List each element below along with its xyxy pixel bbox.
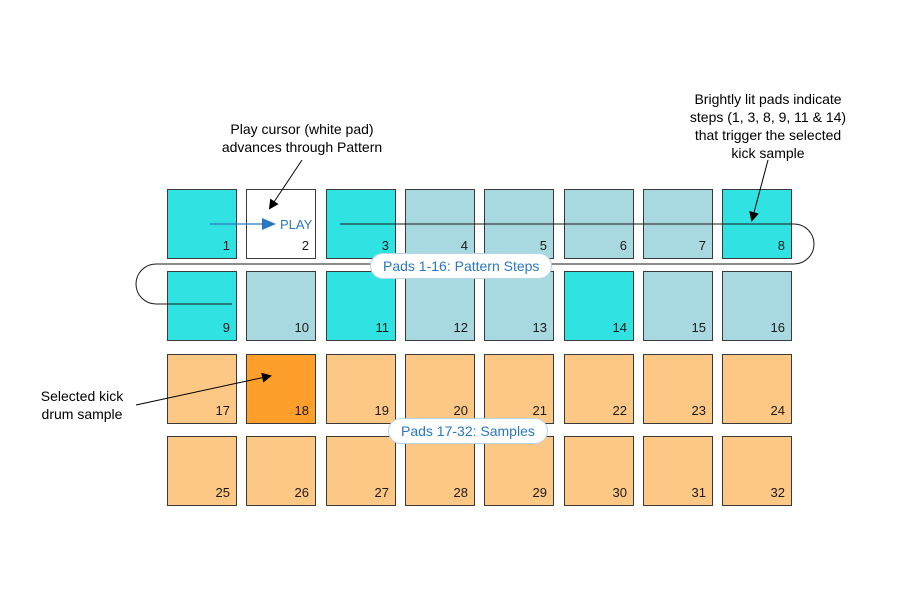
selected-sample-note: Selected kick drum sample [28, 387, 136, 423]
pad-number: 17 [215, 403, 230, 418]
pad-number: 26 [294, 485, 309, 500]
pad-15[interactable]: 15 [643, 271, 713, 341]
pad-26[interactable]: 26 [246, 436, 316, 506]
pad-number: 5 [539, 238, 547, 253]
pad-number: 16 [770, 320, 785, 335]
pad-7[interactable]: 7 [643, 189, 713, 259]
pad-number: 30 [612, 485, 627, 500]
pad-16[interactable]: 16 [722, 271, 792, 341]
pad-30[interactable]: 30 [564, 436, 634, 506]
pad-number: 27 [374, 485, 389, 500]
play-label: PLAY [280, 217, 313, 232]
selected-sample-note-line-2: drum sample [41, 406, 123, 422]
pad-25[interactable]: 25 [167, 436, 237, 506]
pad-number: 28 [453, 485, 468, 500]
play-cursor-note: Play cursor (white pad) advances through… [200, 120, 404, 156]
pad-21[interactable]: 21 [484, 354, 554, 424]
pad-29[interactable]: 29 [484, 436, 554, 506]
pad-number: 11 [375, 320, 390, 335]
pad-number: 3 [381, 238, 389, 253]
pad-number: 4 [460, 238, 468, 253]
pad-number: 23 [691, 403, 706, 418]
pad-number: 22 [612, 403, 627, 418]
pad-3[interactable]: 3 [326, 189, 396, 259]
pad-number: 32 [770, 485, 785, 500]
pad-number: 31 [691, 485, 706, 500]
pad-number: 8 [777, 238, 785, 253]
pad-number: 20 [453, 403, 468, 418]
pad-number: 12 [453, 320, 468, 335]
pad-23[interactable]: 23 [643, 354, 713, 424]
pad-number: 15 [691, 320, 706, 335]
pad-12[interactable]: 12 [405, 271, 475, 341]
pad-14[interactable]: 14 [564, 271, 634, 341]
pattern-steps-label: Pads 1-16: Pattern Steps [370, 253, 553, 279]
lit-pads-note-line-4: kick sample [731, 145, 805, 161]
pad-number: 24 [770, 403, 785, 418]
pad-27[interactable]: 27 [326, 436, 396, 506]
pad-11[interactable]: 11 [326, 271, 396, 341]
pad-number: 19 [374, 403, 389, 418]
pad-number: 2 [301, 238, 309, 253]
pad-number: 25 [215, 485, 230, 500]
pad-number: 1 [222, 238, 230, 253]
pad-8[interactable]: 8 [722, 189, 792, 259]
lit-pads-note-line-1: Brightly lit pads indicate [694, 91, 842, 107]
pad-6[interactable]: 6 [564, 189, 634, 259]
pad-13[interactable]: 13 [484, 271, 554, 341]
pad-number: 7 [698, 238, 706, 253]
pad-number: 21 [532, 403, 547, 418]
pad-number: 18 [294, 403, 309, 418]
lit-pads-note-line-3: that trigger the selected [694, 127, 842, 143]
pad-5[interactable]: 5 [484, 189, 554, 259]
pad-20[interactable]: 20 [405, 354, 475, 424]
pad-18[interactable]: 18 [246, 354, 316, 424]
pad-9[interactable]: 9 [167, 271, 237, 341]
pad-number: 14 [612, 320, 627, 335]
play-cursor-note-line-1: Play cursor (white pad) [230, 121, 374, 137]
pad-28[interactable]: 28 [405, 436, 475, 506]
pad-24[interactable]: 24 [722, 354, 792, 424]
pad-32[interactable]: 32 [722, 436, 792, 506]
samples-label: Pads 17-32: Samples [388, 418, 548, 444]
pad-number: 13 [532, 320, 547, 335]
play-cursor-note-line-2: advances through Pattern [221, 139, 383, 155]
pad-number: 10 [294, 320, 309, 335]
pad-10[interactable]: 10 [246, 271, 316, 341]
pad-22[interactable]: 22 [564, 354, 634, 424]
pad-number: 29 [532, 485, 547, 500]
pad-number: 9 [222, 320, 230, 335]
pad-19[interactable]: 19 [326, 354, 396, 424]
pad-1[interactable]: 1 [167, 189, 237, 259]
lit-pads-note: Brightly lit pads indicate steps (1, 3, … [668, 90, 868, 162]
lit-pads-note-line-2: steps (1, 3, 8, 9, 11 & 14) [689, 109, 847, 125]
pad-31[interactable]: 31 [643, 436, 713, 506]
pad-17[interactable]: 17 [167, 354, 237, 424]
selected-sample-note-line-1: Selected kick [40, 388, 124, 404]
pad-number: 6 [619, 238, 627, 253]
pad-4[interactable]: 4 [405, 189, 475, 259]
